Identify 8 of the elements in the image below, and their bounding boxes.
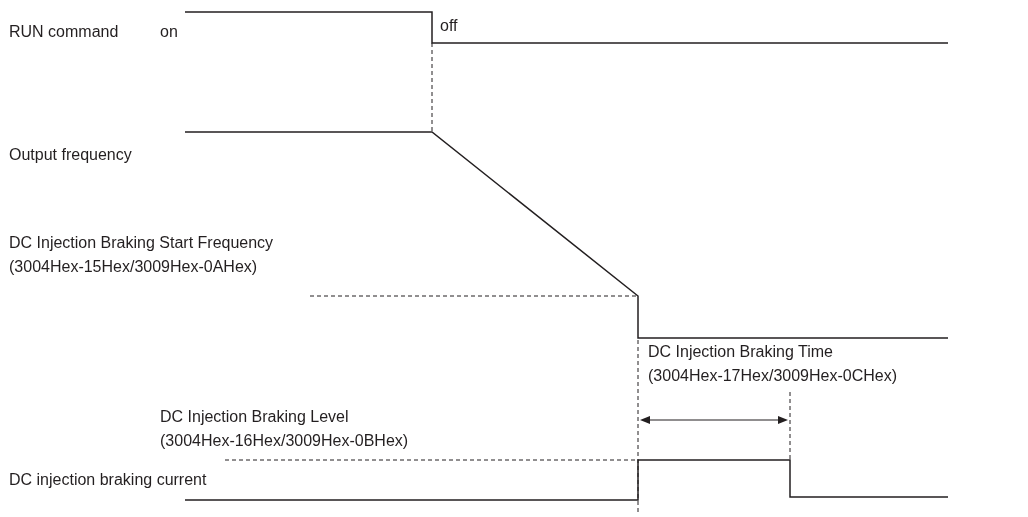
signal-label: DC injection braking current bbox=[9, 470, 207, 490]
parameter-label: DC Injection Braking Time (3004Hex-17Hex/3009Hex-0CHex) bbox=[648, 342, 898, 386]
signal-label: RUN command bbox=[9, 22, 119, 42]
signal-label: Output frequency bbox=[9, 145, 132, 165]
parameter-label: DC Injection Braking Level (3004Hex-16Hex/3009Hex-0BHex) bbox=[160, 407, 410, 451]
state-label: on bbox=[160, 22, 178, 42]
state-label: off bbox=[440, 16, 458, 36]
parameter-label: DC Injection Braking Start Frequency (3004Hex-15Hex/3009Hex-0AHex) bbox=[9, 233, 275, 277]
